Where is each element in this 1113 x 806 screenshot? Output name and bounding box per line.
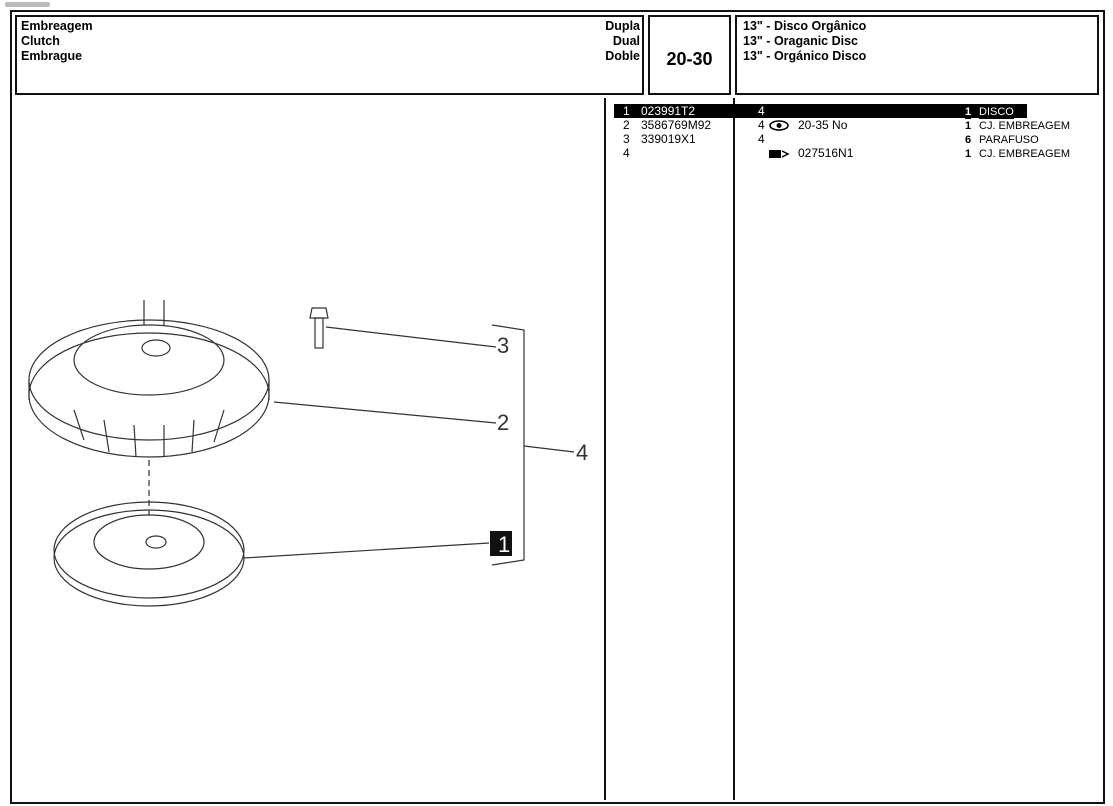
part-qty: 1 [965, 148, 972, 160]
arrow-tag-icon[interactable] [768, 149, 790, 159]
eye-icon[interactable] [769, 120, 789, 131]
part-number[interactable]: 339019X1 [641, 132, 696, 146]
model-number: 20-30 [666, 49, 713, 69]
part-col: 4 [758, 132, 765, 146]
page-frame [10, 10, 1105, 804]
divider [604, 98, 606, 800]
callout-3[interactable]: 3 [497, 333, 510, 358]
part-qty: 1 [965, 120, 972, 132]
title-en: Clutch [21, 34, 60, 48]
part-qty: 1 [965, 106, 972, 119]
part-desc: DISCO [979, 106, 1014, 119]
callout-4[interactable]: 4 [576, 440, 589, 465]
part-note[interactable]: 027516N1 [798, 146, 854, 160]
callout-1-selected[interactable]: 1 [498, 532, 511, 557]
type-en: Dual [612, 34, 640, 48]
clutch-disc-drawing [53, 501, 245, 607]
part-number[interactable]: 023991T2 [641, 104, 696, 118]
part-qty: 6 [965, 134, 972, 146]
desc-en: 13" - Oraganic Disc [743, 34, 859, 48]
bolt-drawing [309, 307, 329, 349]
clutch-exploded-diagram [28, 300, 575, 607]
part-number[interactable]: 3586769M92 [641, 118, 712, 132]
part-col: 4 [758, 118, 765, 132]
model-box: 20-30 [648, 15, 731, 95]
type-es: Doble [605, 49, 640, 63]
type-pt: Dupla [605, 19, 640, 33]
title-es: Embrague [21, 49, 83, 63]
desc-es: 13" - Orgánico Disco [743, 49, 867, 63]
callout-2[interactable]: 2 [497, 410, 510, 435]
part-ref: 2 [623, 118, 630, 132]
pressure-plate-drawing [28, 300, 270, 458]
part-desc: CJ. EMBREAGEM [979, 120, 1071, 132]
part-ref: 3 [623, 132, 630, 146]
title-pt: Embreagem [21, 19, 93, 33]
description-box: 13" - Disco Orgânico 13" - Oraganic Disc… [735, 15, 1099, 95]
desc-pt: 13" - Disco Orgânico [743, 19, 867, 33]
part-note: 20-35 No [798, 118, 848, 132]
part-ref[interactable]: 1 [623, 104, 630, 118]
callout-lines [243, 324, 575, 566]
part-desc: PARAFUSO [979, 134, 1039, 146]
part-ref: 4 [623, 146, 630, 160]
scrollbar-thumb[interactable] [5, 2, 50, 7]
header-title-box: Embreagem Clutch Embrague Dupla Dual Dob… [15, 15, 644, 95]
divider [733, 98, 735, 800]
part-col: 4 [758, 104, 765, 118]
part-desc: CJ. EMBREAGEM [979, 148, 1071, 160]
selected-row-highlight[interactable] [614, 104, 1027, 118]
